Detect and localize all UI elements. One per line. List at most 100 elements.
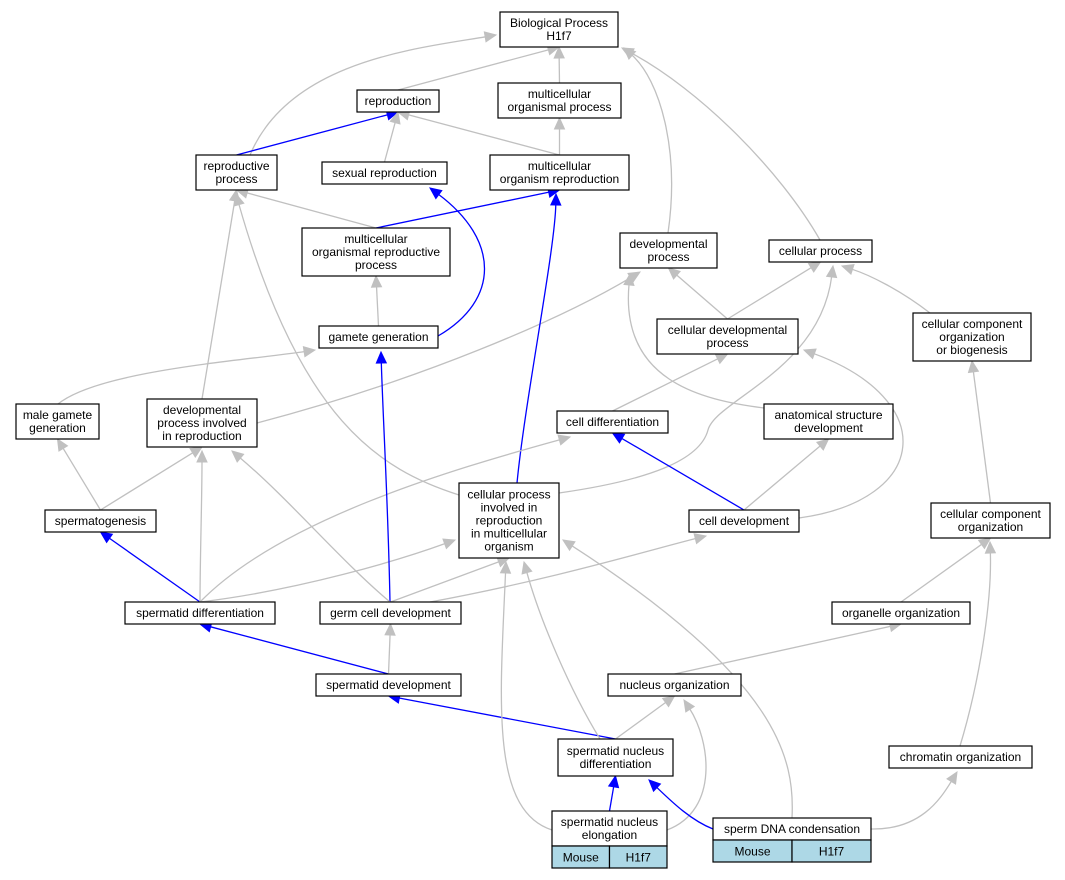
node-box bbox=[688, 509, 800, 533]
edge-line bbox=[631, 54, 673, 234]
node-gg[interactable]: gamete generation bbox=[318, 325, 439, 349]
edge-sdev-to-sd bbox=[198, 621, 389, 675]
edge-cdp-to-devp bbox=[667, 267, 728, 320]
node-box bbox=[551, 810, 668, 847]
annotation-cell-box bbox=[608, 845, 668, 869]
node-sexrep[interactable]: sexual reproduction bbox=[321, 161, 448, 185]
edge-line bbox=[239, 456, 391, 603]
annotation-cell-label: H1f7 bbox=[626, 851, 652, 865]
edges-layer bbox=[56, 31, 997, 831]
edge-arrowhead bbox=[389, 110, 401, 125]
edge-line bbox=[900, 543, 983, 603]
edge-gg-to-morp bbox=[370, 274, 383, 327]
node-label-line: reproduction bbox=[365, 94, 432, 108]
edge-arrowhead bbox=[375, 350, 388, 364]
edge-arrowhead bbox=[714, 353, 729, 365]
edge-co-to-cco bbox=[959, 540, 997, 747]
node-label-line: multicellular bbox=[344, 232, 407, 246]
edge-line bbox=[516, 203, 557, 484]
node-box bbox=[356, 89, 440, 113]
edge-line bbox=[201, 199, 236, 400]
edge-sne-to-snd bbox=[607, 774, 620, 812]
node-box bbox=[195, 154, 278, 191]
edge-line bbox=[851, 268, 931, 314]
annotation-cell-box bbox=[791, 839, 872, 863]
edge-gg-to-sexrep bbox=[429, 187, 485, 337]
node-cellp[interactable]: cellular process bbox=[768, 239, 873, 263]
edge-gcd-to-cpirmo bbox=[390, 556, 511, 603]
node-box bbox=[888, 745, 1033, 769]
node-box bbox=[458, 482, 560, 559]
node-celldev[interactable]: cell development bbox=[688, 509, 800, 533]
node-box bbox=[557, 738, 674, 777]
edge-celldev-to-cdp bbox=[798, 348, 904, 519]
node-sd[interactable]: spermatid differentiation bbox=[124, 601, 276, 625]
edge-arrowhead bbox=[683, 698, 696, 713]
edge-arrowhead bbox=[56, 437, 69, 452]
annotation-cell: Mouse bbox=[712, 839, 793, 863]
edge-line bbox=[972, 370, 992, 504]
edge-cpirmo-to-mor bbox=[516, 192, 562, 484]
node-sdev[interactable]: spermatid development bbox=[315, 673, 462, 697]
edge-arrowhead bbox=[196, 449, 208, 463]
node-label-line: sperm DNA condensation bbox=[724, 822, 860, 836]
node-label-line: in reproduction bbox=[162, 429, 241, 443]
edge-arrowhead bbox=[667, 267, 681, 280]
node-oo[interactable]: organelle organization bbox=[831, 601, 971, 625]
node-label-line: cellular process bbox=[467, 488, 550, 502]
edge-line bbox=[500, 571, 553, 831]
edge-sdc-to-co bbox=[870, 770, 958, 830]
edge-arrowhead bbox=[815, 438, 830, 451]
node-box bbox=[607, 673, 742, 697]
edge-line bbox=[57, 350, 306, 405]
node-label-line: organelle organization bbox=[842, 606, 960, 620]
node-label-line: gamete generation bbox=[328, 330, 428, 344]
node-label-line: reproductive bbox=[203, 159, 269, 173]
edge-line bbox=[383, 121, 397, 163]
edge-line bbox=[375, 285, 380, 327]
node-box bbox=[146, 398, 258, 448]
node-no[interactable]: nucleus organization bbox=[607, 673, 742, 697]
edge-line bbox=[398, 697, 616, 740]
edge-arrowhead bbox=[429, 187, 443, 200]
node-box bbox=[497, 82, 622, 119]
annotation-cell-label: Mouse bbox=[734, 845, 770, 859]
node-label-line: cellular developmental bbox=[668, 323, 787, 337]
edge-line bbox=[62, 447, 102, 511]
node-box bbox=[656, 318, 799, 355]
edge-sne-to-cpirmo bbox=[499, 560, 553, 831]
edge-line bbox=[397, 48, 550, 91]
edge-arrowhead bbox=[499, 560, 512, 574]
node-celldiff[interactable]: cell differentiation bbox=[556, 410, 669, 434]
node-repro[interactable]: reproduction bbox=[356, 89, 440, 113]
node-sg[interactable]: spermatogenesis bbox=[44, 509, 157, 533]
node-label-line: Biological Process bbox=[510, 16, 608, 30]
edge-line bbox=[630, 52, 821, 241]
node-gcd[interactable]: germ cell development bbox=[319, 601, 462, 625]
edge-line bbox=[526, 571, 601, 740]
node-co[interactable]: chromatin organization bbox=[888, 745, 1033, 769]
edge-dpir-to-devp bbox=[256, 271, 642, 424]
edge-sd-to-cpirmo bbox=[199, 538, 457, 603]
annotation-cell: H1f7 bbox=[608, 845, 668, 869]
node-box bbox=[321, 161, 448, 185]
edge-line bbox=[655, 786, 714, 830]
edge-celldev-to-asd bbox=[743, 438, 830, 511]
edge-arrowhead bbox=[231, 450, 245, 463]
